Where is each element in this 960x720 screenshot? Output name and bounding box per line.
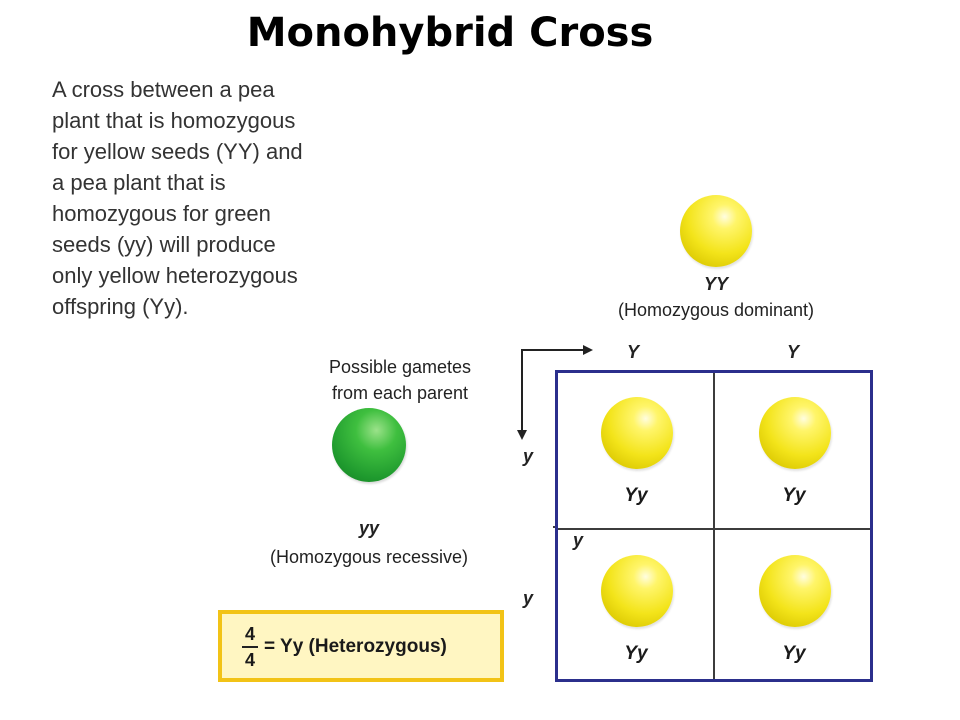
parent-recessive-label: (Homozygous recessive) — [269, 547, 469, 567]
side-gamete-label: y — [522, 588, 533, 608]
description-line: for yellow seeds (YY) and — [52, 139, 303, 164]
description-line: seeds (yy) will produce — [52, 232, 276, 257]
parent-recessive-pea-icon — [332, 408, 406, 482]
punnett-cell: Yy — [716, 373, 872, 527]
offspring-genotype: Yy — [624, 643, 648, 664]
offspring-pea-icon — [759, 555, 831, 627]
summary-box: 4 4 = Yy (Heterozygous) — [218, 610, 504, 682]
punnett-cell: Yy — [558, 373, 714, 527]
fraction-denominator: 4 — [244, 650, 255, 670]
top-gamete-label: Y — [786, 342, 799, 362]
punnett-cell: Yy — [716, 531, 872, 685]
side-gamete-label: y — [572, 530, 583, 550]
punnett-cell: Yy — [558, 531, 714, 685]
description-line: only yellow heterozygous — [52, 263, 298, 288]
offspring-genotype: Yy — [624, 485, 648, 506]
fraction-numerator: 4 — [244, 624, 255, 644]
offspring-pea-icon — [601, 397, 673, 469]
summary-text: = Yy (Heterozygous) — [264, 636, 447, 657]
grid-divider-horizontal — [558, 528, 870, 530]
description-line: offspring (Yy). — [52, 294, 189, 319]
gamete-axis-arrows-icon — [517, 345, 593, 440]
fraction-bar — [242, 646, 258, 648]
top-gamete-label: Y — [626, 342, 639, 362]
grid-divider-vertical — [713, 373, 715, 679]
parent-dominant-genotype: YY — [703, 274, 728, 294]
parent-recessive-genotype: yy — [358, 518, 380, 538]
offspring-pea-icon — [759, 397, 831, 469]
offspring-genotype: Yy — [782, 643, 806, 664]
page-title: Monohybrid Cross — [246, 10, 654, 56]
offspring-pea-icon — [601, 555, 673, 627]
description-line: plant that is homozygous — [52, 108, 296, 133]
description-line: A cross between a pea — [52, 77, 275, 102]
description-text: A cross between a pea plant that is homo… — [52, 74, 382, 322]
gametes-label-line2: from each parent — [331, 383, 469, 403]
parent-dominant-pea-icon — [680, 195, 752, 267]
side-gamete-label: y — [522, 446, 533, 466]
parent-dominant-label: (Homozygous dominant) — [617, 300, 815, 320]
description-line: homozygous for green — [52, 201, 271, 226]
summary-fraction: 4 4 — [242, 623, 258, 671]
description-line: a pea plant that is — [52, 170, 226, 195]
punnett-square: Yy Yy Yy Yy — [555, 370, 873, 682]
gametes-label-line1: Possible gametes — [328, 357, 472, 377]
offspring-genotype: Yy — [782, 485, 806, 506]
